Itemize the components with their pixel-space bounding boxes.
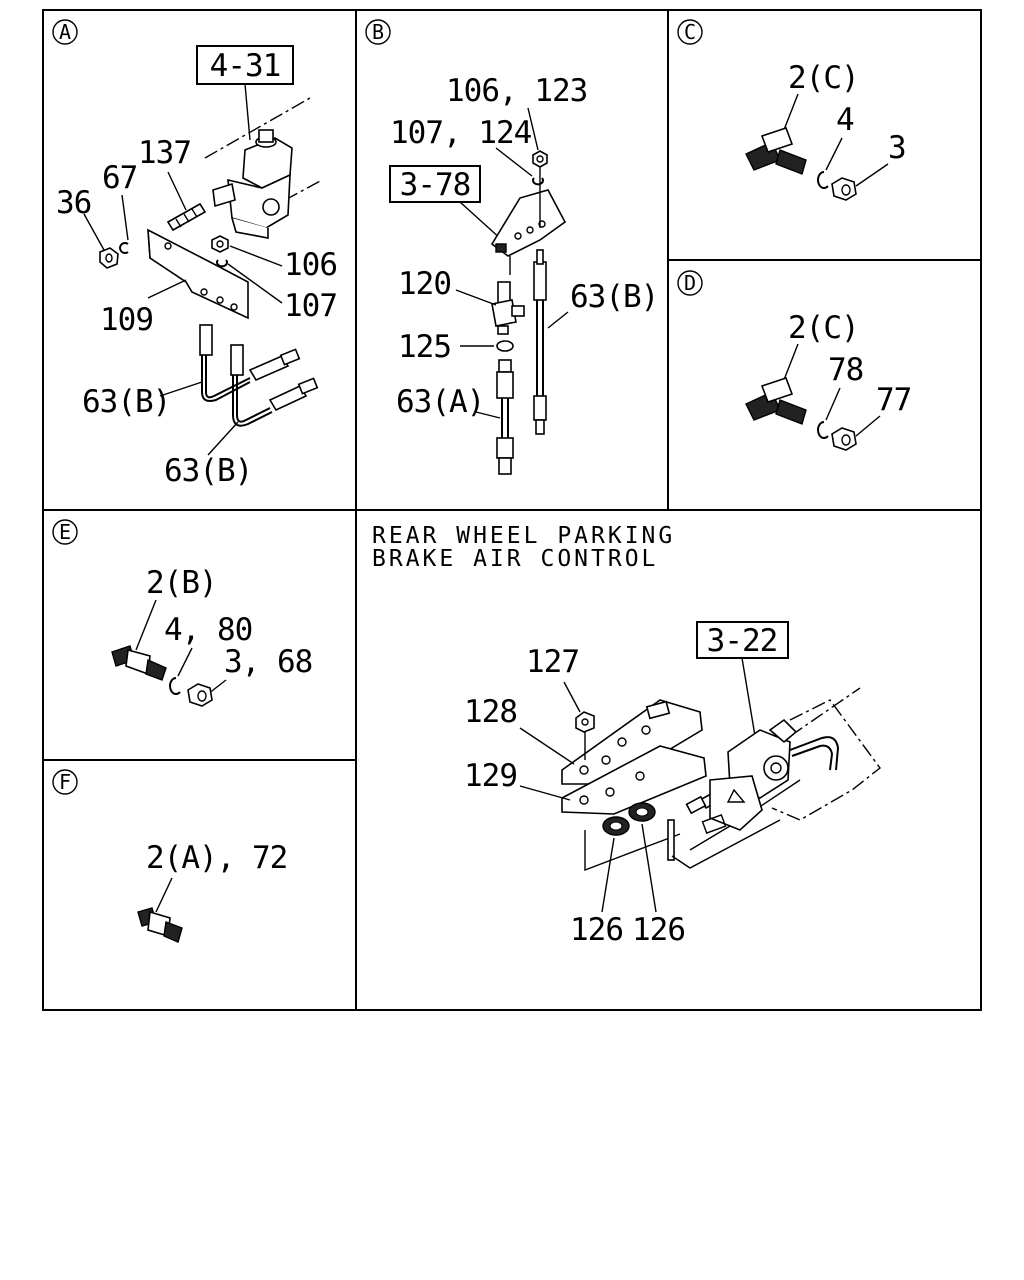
callout-67: 67 (102, 160, 137, 196)
ref-label-4-31: 4-31 (210, 48, 281, 84)
clip-4-80-drawing (169, 677, 181, 695)
callout-77: 77 (876, 382, 911, 418)
callout-4-80: 4, 80 (164, 612, 252, 648)
washer-126-left-drawing (602, 816, 630, 836)
section-marker-c: C (677, 19, 703, 45)
callout-63b-lower: 63(B) (164, 453, 252, 489)
section-c: 2(C) 4 3 (745, 60, 907, 201)
callout-109: 109 (100, 302, 153, 338)
callout-78: 78 (828, 352, 863, 388)
section-f: 2(A), 72 (137, 840, 288, 943)
svg-text:A: A (59, 20, 71, 44)
connector-2b-drawing (111, 645, 167, 681)
section-e: 2(B) 4, 80 3, 68 (111, 565, 313, 707)
section-marker-e: E (52, 519, 78, 545)
clip-4-drawing (817, 171, 829, 189)
diagram-title-line2: BRAKE AIR CONTROL (372, 546, 658, 572)
section-d: 2(C) 78 77 (745, 310, 912, 451)
callout-126-right: 126 (632, 912, 685, 948)
callout-2a-72: 2(A), 72 (146, 840, 287, 876)
callout-128: 128 (464, 694, 517, 730)
callout-2b: 2(B) (146, 565, 217, 601)
callout-4-section-c: 4 (836, 102, 854, 138)
washer-125-drawing (496, 340, 514, 352)
washer-126-right-drawing (628, 802, 656, 822)
nut-3-68-drawing (187, 683, 213, 707)
callout-36: 36 (56, 185, 91, 221)
parking-valve-drawing (667, 718, 840, 869)
section-marker-a: A (52, 19, 78, 45)
nut-106-123-drawing (532, 150, 548, 168)
callout-137: 137 (138, 135, 191, 171)
callout-107: 107 (284, 288, 337, 324)
callout-126-left: 126 (570, 912, 623, 948)
pipe-63a-drawing (496, 359, 514, 475)
callout-63a: 63(A) (396, 384, 484, 420)
plate-129-drawing (561, 745, 707, 815)
callout-2c-section-c: 2(C) (788, 60, 859, 96)
nut-3-drawing (831, 177, 857, 201)
clip-67-drawing (119, 242, 129, 254)
svg-text:F: F (59, 770, 71, 794)
plate-128-drawing (561, 699, 703, 785)
svg-text:C: C (684, 20, 696, 44)
nut-127-drawing (575, 711, 595, 760)
diagram-frame (42, 9, 982, 1011)
section-marker-f: F (52, 769, 78, 795)
bracket-109-drawing (147, 228, 249, 320)
elbow-fitting-2c-drawing-c (745, 126, 807, 175)
section-a: 4-31 137 67 (56, 45, 338, 489)
elbow-fitting-2c-drawing-d (745, 376, 807, 425)
callout-120: 120 (398, 266, 451, 302)
svg-text:B: B (372, 20, 384, 44)
diagram-title-line1: REAR WHEEL PARKING (372, 523, 675, 549)
svg-text:D: D (684, 271, 696, 295)
svg-text:E: E (59, 520, 71, 544)
section-main: REAR WHEEL PARKING BRAKE AIR CONTROL 3-2… (372, 523, 881, 948)
ref-label-3-22: 3-22 (707, 623, 778, 659)
callout-106: 106 (284, 247, 337, 283)
tee-fitting-120-drawing (491, 281, 525, 335)
bracket-3-78-drawing (490, 166, 567, 275)
ref-box-3-78 (389, 165, 481, 203)
clip-78-drawing (817, 421, 829, 439)
section-b: 106, 123 107, 124 3-78 (389, 73, 659, 475)
callout-63b-upper: 63(B) (82, 384, 170, 420)
callout-3-section-c: 3 (888, 130, 906, 166)
callout-129: 129 (464, 758, 517, 794)
washer-107-124-drawing (532, 177, 544, 186)
section-marker-d: D (677, 270, 703, 296)
section-marker-b: B (365, 19, 391, 45)
ref-label-3-78: 3-78 (400, 167, 471, 203)
nut-77-drawing (831, 427, 857, 451)
callout-2c-section-d: 2(C) (788, 310, 859, 346)
nut-106-drawing (211, 235, 229, 253)
nut-36-drawing (99, 247, 119, 269)
callout-107-124: 107, 124 (390, 115, 532, 151)
valve-assembly-drawing (212, 129, 293, 239)
callout-125: 125 (398, 329, 451, 365)
pipe-63b-drawings (199, 324, 319, 427)
callout-106-123: 106, 123 (446, 73, 587, 109)
callout-3-68: 3, 68 (224, 644, 312, 680)
pipe-63b-vertical-drawing (533, 249, 547, 435)
callout-127: 127 (526, 644, 579, 680)
connector-2a-drawing (137, 907, 183, 943)
callout-63b-section-b: 63(B) (570, 279, 658, 315)
fitting-137-drawing (166, 202, 207, 232)
washer-107-drawing (216, 259, 228, 268)
